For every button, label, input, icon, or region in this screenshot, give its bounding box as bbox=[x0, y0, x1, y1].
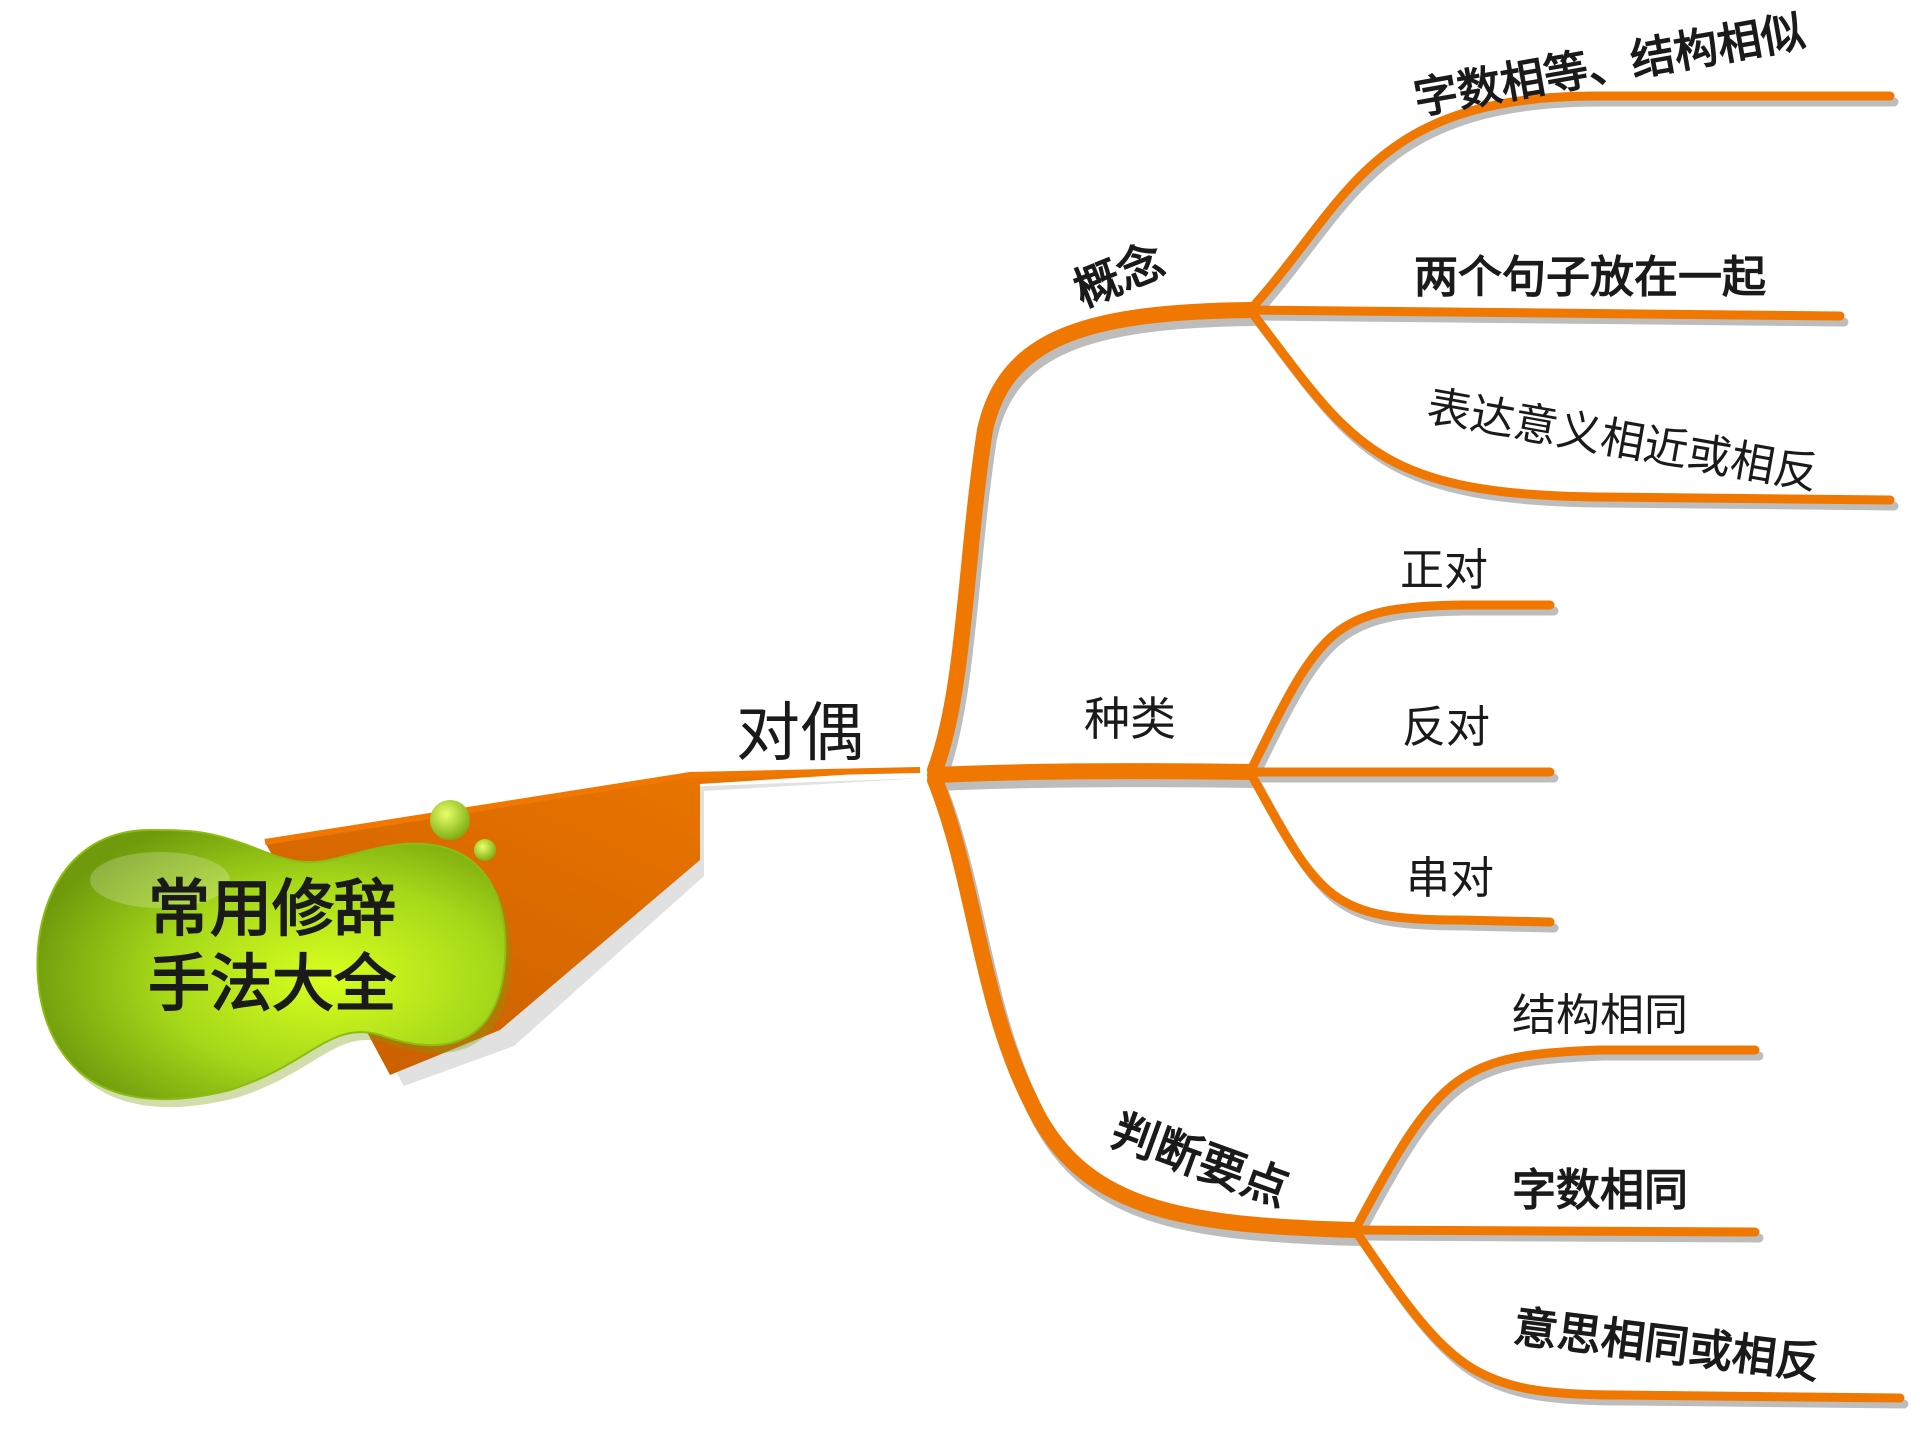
types-item-3-line bbox=[1245, 767, 1555, 927]
key-points-item-3[interactable]: 意思相同或相反 bbox=[1511, 1302, 1823, 1390]
concept-item-1-line bbox=[1245, 91, 1895, 315]
types-item-3[interactable]: 串对 bbox=[1406, 853, 1494, 904]
decor-bubble-large bbox=[430, 800, 470, 840]
key-points-item-1-line bbox=[1350, 1045, 1760, 1235]
concept-item-3-line bbox=[1245, 305, 1895, 505]
key-points-item-3-line bbox=[1350, 1225, 1905, 1403]
main-topic-label[interactable]: 对偶 bbox=[736, 697, 864, 771]
branch-concept-label[interactable]: 概念 bbox=[1066, 233, 1172, 318]
branch-types-line bbox=[927, 763, 1258, 783]
types-item-1[interactable]: 正对 bbox=[1400, 545, 1488, 596]
center-topic[interactable]: 常用修辞 手法大全 bbox=[36, 828, 512, 1108]
key-points-item-1[interactable]: 结构相同 bbox=[1512, 990, 1688, 1041]
branch-key-points-line bbox=[927, 772, 1363, 1238]
concept-item-3[interactable]: 表达意义相近或相反 bbox=[1423, 381, 1822, 500]
branch-types-label[interactable]: 种类 bbox=[1084, 692, 1176, 746]
decor-bubble-small bbox=[474, 839, 496, 861]
center-topic-line2: 手法大全 bbox=[148, 947, 397, 1020]
concept-item-1[interactable]: 字数相等、结构相似 bbox=[1410, 6, 1809, 125]
key-points-item-2-line bbox=[1350, 1225, 1760, 1237]
key-points-item-2[interactable]: 字数相同 bbox=[1512, 1165, 1688, 1216]
concept-item-2-line bbox=[1245, 305, 1845, 321]
types-item-2[interactable]: 反对 bbox=[1402, 702, 1490, 753]
center-topic-line1: 常用修辞 bbox=[148, 872, 396, 945]
branch-concept-line bbox=[927, 302, 1258, 778]
types-item-1-line bbox=[1245, 600, 1555, 777]
concept-item-2[interactable]: 两个句子放在一起 bbox=[1414, 252, 1767, 303]
